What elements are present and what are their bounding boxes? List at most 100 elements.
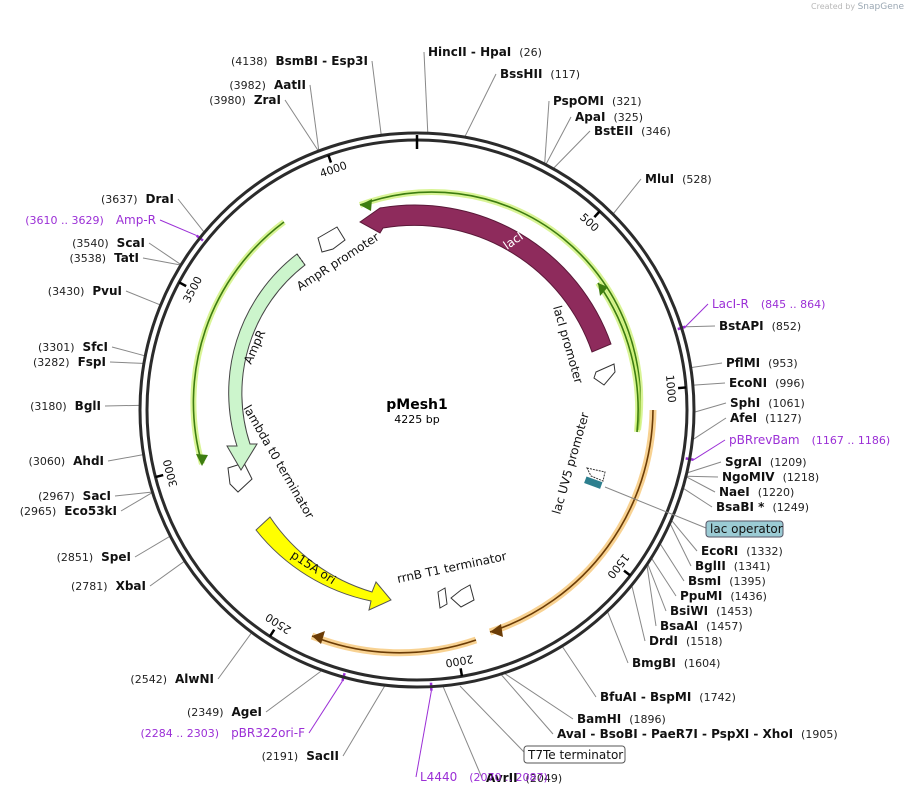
laci-feature[interactable]: [359, 204, 612, 353]
restriction-site[interactable]: AlwNI(2542): [130, 672, 214, 686]
tick-mark: [677, 386, 687, 390]
restriction-site[interactable]: SgrAI(1209): [725, 455, 806, 469]
tick-mark: [268, 629, 276, 638]
lac-uv5-promoter-arrow: [586, 467, 606, 482]
site-enzyme: BstEII: [594, 124, 633, 138]
site-enzyme: SacII: [306, 749, 339, 763]
restriction-site[interactable]: BstAPI(852): [719, 319, 801, 333]
restriction-site[interactable]: BglI(3180): [30, 399, 101, 413]
site-enzyme: AlwNI: [175, 672, 214, 686]
site-leader: [125, 290, 160, 306]
primer-name: pBRrevBam: [729, 433, 800, 447]
primer[interactable]: LacI-R(845 .. 864): [712, 297, 825, 311]
restriction-site[interactable]: PspOMI(321): [553, 94, 642, 108]
restriction-site[interactable]: AhdI(3060): [29, 454, 104, 468]
primer[interactable]: L4440(2070 .. 2087): [420, 770, 548, 784]
site-leader: [217, 632, 252, 680]
restriction-site[interactable]: BsmI(1395): [688, 574, 766, 588]
restriction-site[interactable]: ZraI (3980): [209, 93, 281, 107]
site-enzyme: XbaI: [116, 579, 146, 593]
restriction-site[interactable]: TatI(3538): [69, 251, 139, 265]
site-leader: [107, 454, 143, 462]
restriction-site[interactable]: EcoRI(1332): [701, 544, 783, 558]
restriction-site[interactable]: HincII - HpaI(26): [428, 45, 542, 59]
restriction-site[interactable]: Eco53kI(2965): [20, 504, 117, 518]
site-position: (3430): [48, 285, 85, 298]
site-position: (1604): [684, 657, 721, 670]
tick-mark: [178, 281, 187, 288]
primer-name: pBR322ori-F: [231, 726, 305, 740]
site-enzyme: BglII: [695, 559, 726, 573]
restriction-site[interactable]: AvrII(2049): [486, 771, 562, 785]
primer[interactable]: Amp-R(3610 .. 3629): [25, 213, 156, 227]
lac-operator-label: lac operator: [710, 522, 783, 536]
restriction-site[interactable]: SacII (2191): [262, 749, 339, 763]
restriction-site[interactable]: NgoMIV(1218): [722, 470, 819, 484]
site-leader: [613, 178, 642, 214]
site-leader: [686, 475, 719, 478]
site-position: (2965): [20, 505, 57, 518]
site-leader: [423, 51, 429, 133]
restriction-site[interactable]: ScaI(3540): [72, 236, 145, 250]
tick-mark: [593, 210, 601, 218]
site-leader: [651, 558, 677, 597]
restriction-site[interactable]: XbaI(2781): [71, 579, 146, 593]
site-position: (3540): [72, 237, 109, 250]
restriction-site[interactable]: MluI(528): [645, 172, 712, 186]
restriction-site[interactable]: SacI(2967): [38, 489, 111, 503]
primer[interactable]: pBR322ori-F(2284 .. 2303): [141, 726, 306, 740]
site-leader: [109, 361, 143, 364]
restriction-site[interactable]: ApaI(325): [575, 110, 643, 124]
site-leader: [142, 257, 180, 266]
restriction-site[interactable]: BfuAI - BspMI(1742): [600, 690, 736, 704]
restriction-site[interactable]: AgeI(2349): [187, 705, 262, 719]
restriction-site[interactable]: BmgBI(1604): [632, 656, 720, 670]
restriction-site[interactable]: DraI(3637): [101, 192, 174, 206]
primer[interactable]: pBRrevBam(1167 .. 1186): [729, 433, 890, 447]
site-leader: [544, 100, 550, 164]
restriction-site[interactable]: SphI(1061): [730, 396, 805, 410]
restriction-site[interactable]: BstEII(346): [594, 124, 671, 138]
restriction-site[interactable]: DrdI(1518): [649, 634, 723, 648]
lac-operator-feature: [584, 476, 603, 489]
restriction-site[interactable]: SfcI(3301): [38, 340, 108, 354]
tick-label: 2000: [444, 652, 474, 669]
site-enzyme: BsiWI: [670, 604, 708, 618]
restriction-site[interactable]: BglII(1341): [695, 559, 770, 573]
site-position: (3637): [101, 193, 138, 206]
site-leader: [682, 325, 716, 328]
restriction-site[interactable]: BssHII(117): [500, 67, 580, 81]
ampr-feature[interactable]: [226, 253, 306, 471]
primer-leader: [308, 680, 343, 734]
restriction-site[interactable]: AatII(3982): [229, 78, 306, 92]
site-position: (996): [775, 377, 805, 390]
restriction-site[interactable]: AvaI - BsoBI - PaeR7I - PspXI - XhoI(190…: [557, 727, 838, 741]
restriction-site[interactable]: BsaBI *(1249): [716, 500, 809, 514]
site-position: (2191): [262, 750, 299, 763]
restriction-site[interactable]: SpeI(2851): [57, 550, 131, 564]
restriction-site[interactable]: PvuI(3430): [48, 284, 122, 298]
p15a-ori-feature[interactable]: [255, 516, 392, 611]
tick-label: 1000: [663, 374, 678, 403]
restriction-site[interactable]: NaeI(1220): [719, 485, 794, 499]
rrnb-label: rrnB T1 terminator: [396, 549, 508, 586]
restriction-site[interactable]: PpuMI(1436): [680, 589, 767, 603]
site-enzyme: BsmBI - Esp3I: [276, 54, 368, 68]
restriction-site[interactable]: BsaAI(1457): [660, 619, 743, 633]
site-enzyme: ZraI: [254, 93, 281, 107]
restriction-site[interactable]: FspI(3282): [33, 355, 106, 369]
site-enzyme: BsmI: [688, 574, 721, 588]
lac-operator-callout: [705, 520, 784, 538]
restriction-site[interactable]: AfeI(1127): [730, 411, 802, 425]
site-position: (1249): [772, 501, 809, 514]
site-enzyme: TatI: [114, 251, 139, 265]
restriction-site[interactable]: PflMI(953): [726, 356, 798, 370]
restriction-site[interactable]: EcoNI (996): [729, 376, 805, 390]
site-position: (3980): [209, 94, 246, 107]
t7te-leader: [459, 685, 525, 753]
restriction-site[interactable]: BsiWI(1453): [670, 604, 753, 618]
site-enzyme: AgeI: [232, 705, 262, 719]
site-enzyme: EcoNI: [729, 376, 767, 390]
restriction-site[interactable]: BsmBI - Esp3I(4138): [231, 54, 368, 68]
restriction-site[interactable]: BamHI(1896): [577, 712, 666, 726]
